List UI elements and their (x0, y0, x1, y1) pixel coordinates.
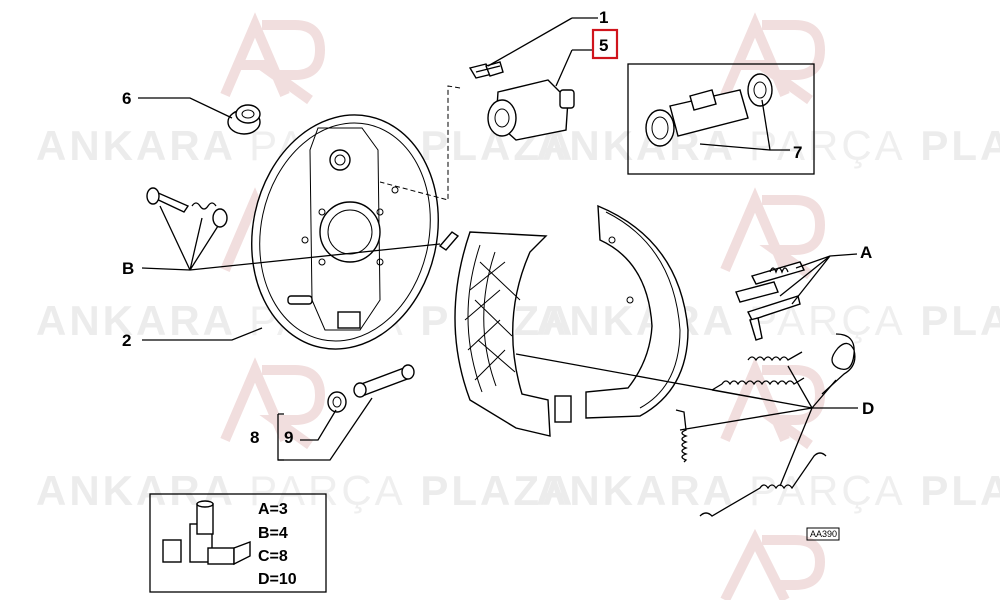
ap-logo-icon (220, 12, 826, 600)
adjuster-lever (353, 364, 415, 398)
callout-7: 7 (793, 143, 802, 162)
hold-down-pin-set (146, 187, 228, 228)
bleed-screw (475, 65, 501, 73)
backing-plate (251, 114, 439, 350)
callout-9: 9 (284, 428, 293, 447)
callout-a: A (860, 243, 872, 262)
callout-5: 5 (599, 36, 608, 55)
legend-d: D=10 (258, 571, 297, 588)
callout-b: B (122, 259, 134, 278)
reference-code-box: AA390 (806, 527, 840, 541)
reference-code: AA390 (810, 529, 837, 539)
watermark-text: ANKARA PARÇA PLAZA (536, 122, 1000, 169)
return-springs (675, 333, 856, 517)
watermark-text: ANKARA PARÇA PLAZA (536, 467, 1000, 514)
legend-a: A=3 (258, 501, 288, 518)
quantity-legend: A=3 B=4 C=8 D=10 (149, 493, 327, 593)
adjuster-bush (327, 391, 347, 413)
watermark-text: ANKARA PARÇA PLAZA (536, 297, 1000, 344)
cylinder-kit-inset (627, 63, 815, 175)
callout-1: 1 (599, 8, 608, 27)
callout-5-highlight (591, 28, 619, 60)
legend-b: B=4 (258, 525, 288, 542)
fiat-kit-boxes-icon (162, 500, 251, 566)
callout-d: D (862, 399, 874, 418)
brake-shoe-left (454, 231, 572, 437)
callout-8: 8 (250, 428, 259, 447)
wheel-cylinder (468, 61, 575, 141)
callout-2: 2 (122, 331, 131, 350)
callout-6: 6 (122, 89, 131, 108)
leader-lines (138, 17, 858, 487)
brake-shoe-right (585, 204, 689, 419)
watermark-text: ANKARA PARÇA PLAZA (36, 467, 575, 514)
rubber-plug (227, 104, 261, 135)
adjuster-screw-small (438, 231, 460, 251)
legend-c: C=8 (258, 548, 288, 565)
adjuster-assembly (735, 261, 806, 341)
